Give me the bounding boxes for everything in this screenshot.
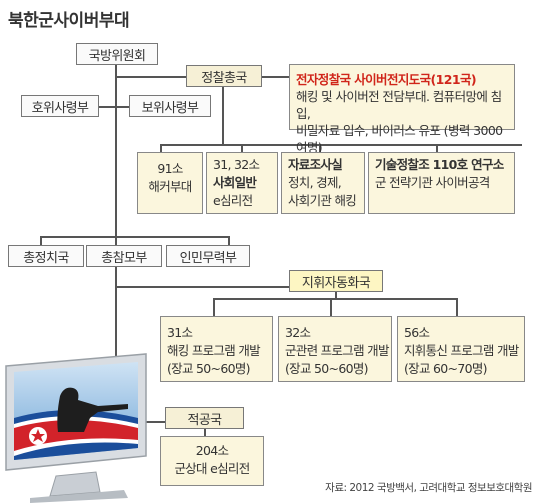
- jeonja-name: 전자정찰국 사이버전지도국(121국): [296, 72, 477, 87]
- node-unit3132: 31, 32소 사회일반 e심리전: [206, 152, 278, 214]
- connector: [160, 144, 222, 146]
- unit56-name: 56소: [404, 325, 430, 340]
- node-jihwi: 지휘자동화국: [289, 270, 383, 292]
- unit32-name: 32소: [285, 325, 311, 340]
- node-chongjeong: 총정치국: [8, 245, 84, 267]
- node-unit56: 56소 지휘통신 프로그램 개발 (장교 60~70명): [397, 316, 525, 382]
- node-gisul: 기술정찰조 110호 연구소 군 전략기관 사이버공격: [368, 152, 515, 214]
- jeonja-desc: 비밀자료 입수, 바이러스 유포 (병력 3000여명): [296, 123, 503, 155]
- diagram-title: 북한군사이버부대: [8, 11, 130, 31]
- unit3132-desc: e심리전: [213, 193, 253, 208]
- connector: [77, 106, 129, 108]
- connector: [228, 236, 230, 246]
- unit31-desc: (장교 50~60명): [167, 361, 251, 376]
- unit31-desc: 해킹 프로그램 개발: [167, 343, 261, 358]
- unit56-desc: (장교 60~70명): [404, 361, 488, 376]
- connector: [456, 298, 458, 316]
- node-jeonja: 전자정찰국 사이버전지도국(121국) 해킹 및 사이버전 전담부대. 컴퓨터망…: [289, 64, 515, 155]
- node-kukbang: 국방위원회: [76, 43, 158, 65]
- gisul-desc: 군 전략기관 사이버공격: [375, 175, 490, 190]
- connector: [222, 144, 522, 146]
- node-jeongchal: 정찰총국: [186, 65, 262, 87]
- connector: [335, 286, 337, 299]
- connector: [262, 76, 289, 78]
- unit91-desc: 해커부대: [148, 179, 192, 194]
- connector: [213, 298, 215, 316]
- unit204-name: 204소: [195, 443, 229, 458]
- connector: [222, 83, 224, 146]
- connector: [40, 236, 42, 246]
- node-unit32: 32소 군관련 프로그램 개발 (장교 50~60명): [278, 316, 392, 382]
- computer-monitor-icon: [5, 353, 147, 503]
- jaryo-desc: 정치, 경제,: [288, 175, 342, 190]
- node-jeokgong: 적공국: [165, 407, 244, 429]
- connector: [330, 298, 332, 316]
- soldier-silhouette-icon: [57, 387, 129, 432]
- node-chongcham: 총참모부: [86, 245, 162, 267]
- jaryo-name: 자료조사실: [288, 157, 343, 172]
- node-unit31: 31소 해킹 프로그램 개발 (장교 50~60명): [160, 316, 273, 382]
- node-unit204: 204소 군상대 e심리전: [160, 436, 264, 486]
- north-korea-flag-icon: [14, 410, 138, 460]
- connector: [241, 144, 243, 152]
- connector: [115, 286, 337, 288]
- unit32-desc: 군관련 프로그램 개발: [285, 343, 389, 358]
- connector: [115, 76, 187, 78]
- jaryo-desc: 사회기관 해킹: [288, 193, 357, 208]
- unit91-name: 91소: [157, 161, 183, 176]
- connector: [115, 58, 117, 422]
- unit56-desc: 지휘통신 프로그램 개발: [404, 343, 519, 358]
- node-inmin: 인민무력부: [166, 245, 250, 267]
- unit32-desc: (장교 50~60명): [285, 361, 369, 376]
- node-howi: 호위사령부: [21, 95, 99, 117]
- connector: [40, 236, 230, 238]
- unit204-desc: 군상대 e심리전: [174, 461, 250, 476]
- source-note: 자료: 2012 국방백서, 고려대학교 정보보호대학원: [325, 482, 532, 494]
- connector: [213, 298, 458, 300]
- unit31-name: 31소: [167, 325, 193, 340]
- connector: [160, 144, 162, 152]
- jeonja-desc: 해킹 및 사이버전 전담부대. 컴퓨터망에 침입,: [296, 89, 502, 121]
- connector: [204, 428, 206, 436]
- node-jaryo: 자료조사실 정치, 경제, 사회기관 해킹: [281, 152, 365, 214]
- node-bowi: 보위사령부: [129, 95, 211, 117]
- node-unit91: 91소 해커부대: [137, 152, 203, 214]
- unit3132-desc: 사회일반: [213, 175, 257, 190]
- unit3132-name: 31, 32소: [213, 157, 260, 172]
- connector: [319, 144, 321, 152]
- gisul-name: 기술정찰조 110호 연구소: [375, 157, 504, 172]
- connector: [436, 144, 438, 152]
